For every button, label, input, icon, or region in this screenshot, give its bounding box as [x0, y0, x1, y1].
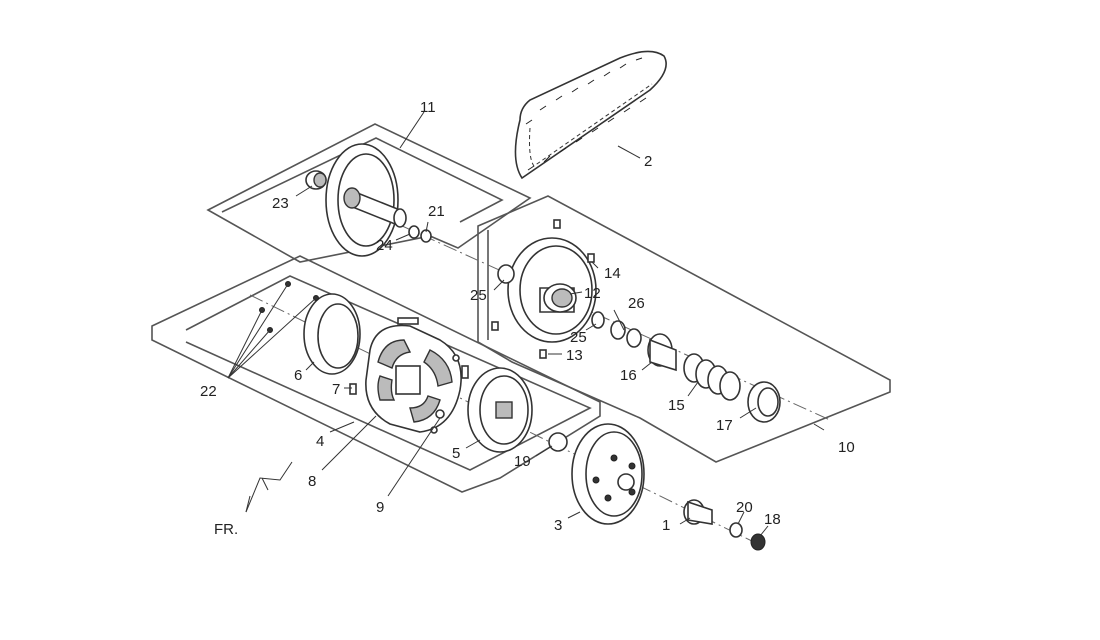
callout-13: 13 [566, 347, 583, 364]
callout-18: 18 [764, 511, 781, 528]
callout-12: 12 [584, 285, 601, 302]
callout-21: 21 [428, 203, 445, 220]
callout-17: 17 [716, 417, 733, 434]
oring-25-lower [591, 311, 605, 329]
frame-inner-clutch [185, 275, 592, 471]
callout-14: 14 [604, 265, 621, 282]
washer-19 [548, 432, 568, 452]
spring-top [397, 317, 419, 325]
movable-drive-face [325, 143, 407, 257]
spring-right [461, 365, 469, 379]
oring-26-a [610, 320, 626, 340]
callout-15: 15 [668, 397, 685, 414]
callout-5: 5 [452, 445, 460, 462]
callout-9: 9 [376, 499, 384, 516]
callout-16: 16 [620, 367, 637, 384]
callout-22: 22 [200, 383, 217, 400]
clutch-outer [571, 423, 645, 525]
pin-13 [539, 349, 547, 359]
driven-face [507, 237, 597, 343]
collar-24 [408, 225, 420, 239]
callout-25-upper: 25 [470, 287, 487, 304]
clutch-shoe-assembly [365, 324, 462, 433]
spring-seat [747, 381, 781, 423]
callout-25-lower: 25 [570, 329, 587, 346]
leader-lines [227, 111, 825, 537]
callout-23: 23 [272, 195, 289, 212]
front-direction-label: FR. [214, 521, 238, 538]
seal-collar [647, 333, 677, 372]
driven-spring [683, 353, 741, 401]
callout-11: 11 [420, 99, 436, 116]
pin-left [491, 321, 499, 331]
spring-7 [349, 383, 357, 395]
callout-20: 20 [736, 499, 753, 516]
drive-belt [514, 50, 667, 180]
oring-25-upper [497, 264, 515, 284]
front-direction-arrow-icon [245, 461, 293, 513]
weight-roller [305, 170, 327, 190]
frame-inner-11 [221, 137, 504, 223]
callout-26: 26 [628, 295, 645, 312]
frame-movable-drive-face [206, 123, 532, 263]
drive-plate [467, 367, 533, 453]
callout-6: 6 [294, 367, 302, 384]
pin-14 [587, 253, 595, 263]
callout-10: 10 [838, 439, 855, 456]
washer-20 [729, 522, 743, 538]
collar-1 [683, 499, 713, 525]
callout-8: 8 [308, 473, 316, 490]
clutch-plate [303, 293, 361, 375]
oring-26-b [626, 328, 642, 348]
callout-24: 24 [376, 237, 393, 254]
callout-1: 1 [662, 517, 670, 534]
callout-7: 7 [332, 381, 340, 398]
pin-top [553, 219, 561, 229]
callout-19: 19 [514, 453, 531, 470]
callout-3: 3 [554, 517, 562, 534]
nut-18 [750, 533, 766, 551]
pin-a [452, 354, 460, 362]
pin-9 [435, 409, 445, 419]
callout-2: 2 [644, 153, 652, 170]
callout-labels: 1 2 3 4 5 6 7 8 9 10 11 12 13 14 15 16 1… [200, 99, 855, 538]
callout-4: 4 [316, 433, 324, 450]
